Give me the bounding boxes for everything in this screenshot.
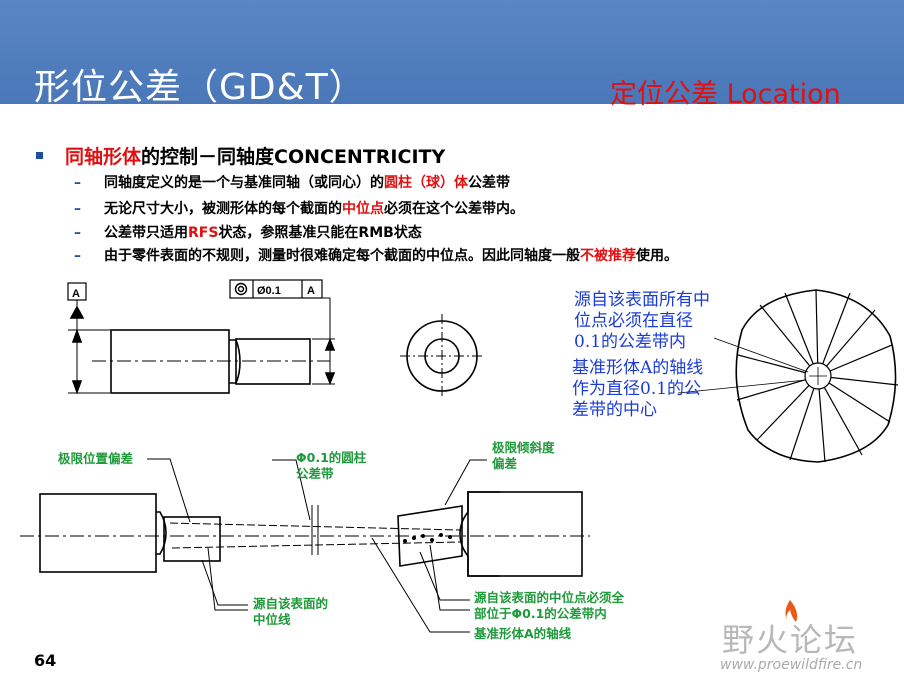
green-mp-line-2: 部位于Φ0.1的公差带内 <box>474 606 607 621</box>
median-points <box>403 533 452 543</box>
fcf-datum: A <box>307 285 315 297</box>
bullet-square-icon <box>36 152 43 159</box>
slide-header <box>0 0 904 104</box>
green-limit-tilt: 极限倾斜度 偏差 <box>492 440 555 472</box>
sub-bullet: – 由于零件表面的不规则，测量时很难确定每个截面的中位点。因此同轴度一般不被推荐使… <box>74 245 678 265</box>
end-view <box>400 314 484 398</box>
slide-subtitle: 定位公差 Location <box>610 79 841 110</box>
sub-bullet-text: 由于零件表面的不规则，测量时很难确定每个截面的中位点。因此同轴度一般 <box>104 248 580 264</box>
sub-bullet-text: 必须在这个公差带内。 <box>384 201 524 217</box>
leader-lines <box>147 458 487 633</box>
sub-bullet-text: 无论尺寸大小，被测形体的每个截面的 <box>104 201 342 217</box>
part-drawing-bottom <box>20 491 590 577</box>
green-tolerance-zone: Φ0.1的圆柱 公差带 <box>296 450 366 482</box>
green-median-points: 源自该表面的中位点必须全 部位于Φ0.1的公差带内 <box>474 590 624 622</box>
blue-top-line-2: 位点必须在直径 <box>574 311 693 331</box>
dash-icon: – <box>74 248 81 264</box>
green-median-line: 源自该表面的 中位线 <box>253 596 328 628</box>
sub-bullet-highlight: RFS <box>188 225 219 241</box>
sub-bullet-text: 使用。 <box>636 248 678 264</box>
sub-bullet-text: 同轴度定义的是一个与基准同轴（或同心）的 <box>104 175 384 191</box>
sub-bullet-text: 公差带 <box>468 175 510 191</box>
concentricity-symbol-icon <box>234 282 248 296</box>
blue-annotation-top: 源自该表面所有中 位点必须在直径 0.1的公差带内 <box>574 290 710 353</box>
fcf-tolerance: Ø0.1 <box>257 285 281 297</box>
sub-bullet-highlight: 中位点 <box>342 201 384 217</box>
flame-logo-icon <box>785 600 798 622</box>
green-limit-position: 极限位置偏差 <box>58 451 134 466</box>
sub-bullet: – 公差带只适用RFS状态，参照基准只能在RMB状态 <box>74 222 422 242</box>
green-datum-axis: 基准形体A的轴线 <box>474 626 572 641</box>
green-ml-line-2: 中位线 <box>253 612 291 627</box>
blue-top-line-1: 源自该表面所有中 <box>574 290 710 310</box>
slide-title: 形位公差（GD&T） <box>34 67 366 108</box>
page-number: 64 <box>34 651 57 670</box>
blue-top-line-3: 0.1的公差带内 <box>574 332 687 352</box>
watermark-logo: 野火论坛 <box>722 621 859 659</box>
feature-control-frame <box>229 279 323 299</box>
sub-bullet-highlight: 不被推荐 <box>580 248 636 264</box>
part-neck <box>229 339 241 384</box>
green-mp-line-1: 源自该表面的中位点必须全 <box>474 590 625 605</box>
blue-annotation-bottom: 基准形体A的轴线 作为直径0.1的公 差带的中心 <box>572 358 703 421</box>
blue-bottom-line-3: 差带的中心 <box>572 400 657 420</box>
datum-label: A <box>72 288 80 300</box>
green-tz-line-1: Φ0.1的圆柱 <box>296 450 367 465</box>
watermark-url: www.proewildfire.cn <box>720 657 863 673</box>
blue-bottom-line-1: 基准形体A的轴线 <box>572 358 704 378</box>
blue-bottom-line-2: 作为直径0.1的公 <box>572 379 702 399</box>
sub-bullet: – 无论尺寸大小，被测形体的每个截面的中位点必须在这个公差带内。 <box>74 198 524 218</box>
green-tilt-line-2: 偏差 <box>492 456 518 471</box>
sub-bullet: – 同轴度定义的是一个与基准同轴（或同心）的圆柱（球）体公差带 <box>74 172 510 192</box>
dash-icon: – <box>74 225 81 241</box>
sub-bullet-text: 状态，参照基准只能在RMB状态 <box>218 225 422 241</box>
green-ml-line-1: 源自该表面的 <box>253 596 329 611</box>
sub-bullet-text: 公差带只适用 <box>104 225 188 241</box>
part-drawing-top <box>67 279 336 395</box>
main-bullet-highlight: 同轴形体 <box>65 146 142 168</box>
main-bullet-text: 的控制－同轴度CONCENTRICITY <box>141 146 446 168</box>
main-bullet: 同轴形体的控制－同轴度CONCENTRICITY <box>36 142 445 169</box>
irregular-section <box>677 289 899 463</box>
green-tilt-line-1: 极限倾斜度 <box>492 440 555 455</box>
dash-icon: – <box>74 175 81 191</box>
dash-icon: – <box>74 201 81 217</box>
sub-bullet-highlight: 圆柱（球）体 <box>384 175 468 191</box>
green-tz-line-2: 公差带 <box>296 466 334 481</box>
datum-triangle <box>69 305 85 319</box>
